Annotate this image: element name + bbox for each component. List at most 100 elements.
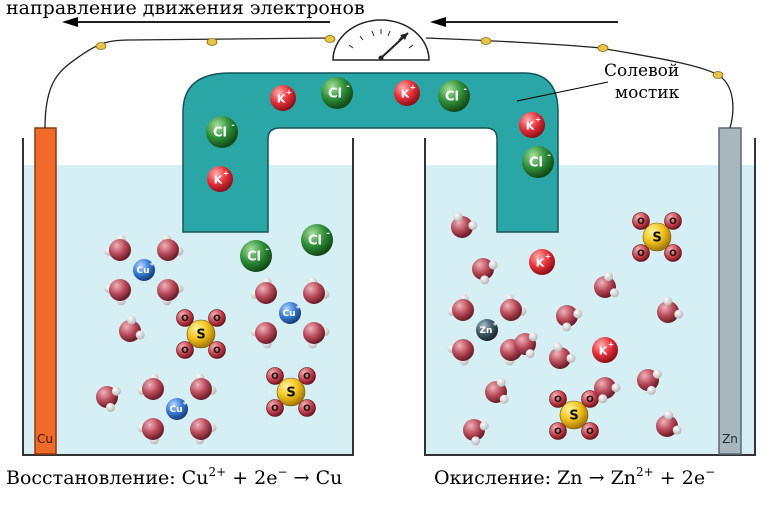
potassium-ion-charge: + xyxy=(535,114,541,123)
sulfate-oxygen-symbol: O xyxy=(181,314,189,324)
oxidation-rhs-charge: 2+ xyxy=(636,465,654,479)
oxidation-equation: Окисление: Zn → Zn2+ + 2e− xyxy=(434,465,715,489)
sulfate-oxygen-symbol: O xyxy=(554,395,562,405)
chloride-ion-symbol: Cl xyxy=(213,126,227,141)
oxidation-title: Окисление: xyxy=(434,467,552,489)
oxidation-arrow: → xyxy=(588,467,605,489)
potassium-ion: K+ xyxy=(519,112,545,138)
copper-ion-charge: + xyxy=(295,303,301,311)
copper-ion-symbol: Cu xyxy=(169,405,182,415)
chloride-ion-charge: - xyxy=(547,150,551,160)
sulfate-ion: O O O OS xyxy=(266,367,316,417)
reduction-lhs: Cu xyxy=(181,467,209,489)
water-molecule xyxy=(549,342,576,369)
copper-ion: Cu+ xyxy=(137,373,217,445)
sulfate-oxygen-symbol: O xyxy=(213,314,221,324)
copper-ion-symbol: Cu xyxy=(136,266,149,276)
chloride-ion: Cl- xyxy=(206,116,238,148)
water-molecule xyxy=(594,272,619,298)
potassium-ion-charge: + xyxy=(410,82,416,91)
sulfate-sulfur-symbol: S xyxy=(286,386,295,401)
water-molecule xyxy=(472,258,498,285)
left-beaker xyxy=(22,138,354,456)
potassium-ion-charge: + xyxy=(223,168,229,177)
sulfate-oxygen-symbol: O xyxy=(181,346,189,356)
copper-ion: Cu+ xyxy=(250,277,330,349)
chloride-ion-charge: - xyxy=(346,81,350,91)
potassium-ion: K+ xyxy=(592,337,618,363)
chloride-ion-charge: - xyxy=(231,120,235,130)
sulfate-sulfur-symbol: S xyxy=(652,231,661,246)
reduction-arrow: → xyxy=(293,467,310,489)
reduction-rhs: Cu xyxy=(315,467,343,489)
reduction-equation: Восстановление: Cu2+ + 2e− → Cu xyxy=(6,465,342,489)
reduction-electrons: + 2e xyxy=(232,467,278,489)
salt-bridge-label-line1: Солевой xyxy=(604,61,680,81)
water-molecule xyxy=(119,315,145,342)
chloride-ion: Cl- xyxy=(240,240,272,272)
chloride-ion-charge: - xyxy=(463,84,467,94)
potassium-ion-symbol: K xyxy=(277,93,286,106)
right-solution xyxy=(425,165,755,455)
oxidation-electrons: + 2e xyxy=(659,467,706,489)
sulfate-oxygen-symbol: O xyxy=(271,372,279,382)
salt-bridge-label-line2: мостик xyxy=(614,83,680,103)
salt-bridge-label: Солевой мостик xyxy=(604,60,679,104)
electron-direction-arrows xyxy=(62,17,618,27)
potassium-ion-charge: + xyxy=(286,87,292,96)
chloride-ion-symbol: Cl xyxy=(445,90,459,105)
potassium-ion: K+ xyxy=(270,85,296,111)
potassium-ion-symbol: K xyxy=(536,257,545,270)
copper-ion-charge: + xyxy=(182,399,188,407)
zinc-electrode-label: Zn xyxy=(722,432,738,446)
chloride-ion: Cl- xyxy=(438,80,470,112)
water-molecule xyxy=(96,386,121,412)
chloride-ion-symbol: Cl xyxy=(529,156,543,171)
potassium-ion-symbol: K xyxy=(401,88,410,101)
water-molecule xyxy=(556,305,583,332)
potassium-ion-charge: + xyxy=(608,339,614,348)
zinc-ion-symbol: Zn xyxy=(480,326,493,336)
reduction-lhs-charge: 2+ xyxy=(208,465,227,479)
water-molecule xyxy=(485,377,509,404)
salt-bridge xyxy=(182,72,559,233)
potassium-ion-symbol: K xyxy=(526,120,535,133)
right-beaker xyxy=(424,138,756,456)
chloride-ion-charge: - xyxy=(326,228,330,238)
reduction-electron-sign: − xyxy=(277,465,288,479)
water-molecule xyxy=(514,332,538,359)
potassium-ion: K+ xyxy=(394,80,420,106)
chloride-ion-symbol: Cl xyxy=(247,250,261,265)
sulfate-sulfur-symbol: S xyxy=(569,409,578,424)
copper-ion: Cu+ xyxy=(104,234,184,306)
sulfate-oxygen-symbol: O xyxy=(586,395,594,405)
water-molecule xyxy=(451,212,478,238)
copper-electrode-label: Cu xyxy=(37,432,53,446)
chloride-ion: Cl- xyxy=(321,77,353,109)
copper-electrode xyxy=(34,127,57,455)
chloride-ion-symbol: Cl xyxy=(328,87,342,102)
sulfate-oxygen-symbol: O xyxy=(303,372,311,382)
sulfate-oxygen-symbol: O xyxy=(213,346,221,356)
galvanometer xyxy=(332,19,430,61)
sulfate-oxygen-symbol: O xyxy=(303,404,311,414)
copper-ion-symbol: Cu xyxy=(282,309,295,319)
sulfate-oxygen-symbol: O xyxy=(669,249,677,259)
water-molecule xyxy=(657,296,684,323)
potassium-ion: K+ xyxy=(207,166,233,192)
salt-bridge-pointer xyxy=(516,81,609,102)
sulfate-oxygen-symbol: O xyxy=(637,217,645,227)
potassium-ion: K+ xyxy=(529,249,555,275)
chloride-ion: Cl- xyxy=(522,146,554,178)
copper-ion-charge: + xyxy=(149,260,155,268)
chloride-ion-charge: - xyxy=(265,244,269,254)
water-molecule xyxy=(463,419,489,446)
sulfate-oxygen-symbol: O xyxy=(271,404,279,414)
chloride-ion: Cl- xyxy=(301,224,333,256)
sulfate-oxygen-symbol: O xyxy=(669,217,677,227)
